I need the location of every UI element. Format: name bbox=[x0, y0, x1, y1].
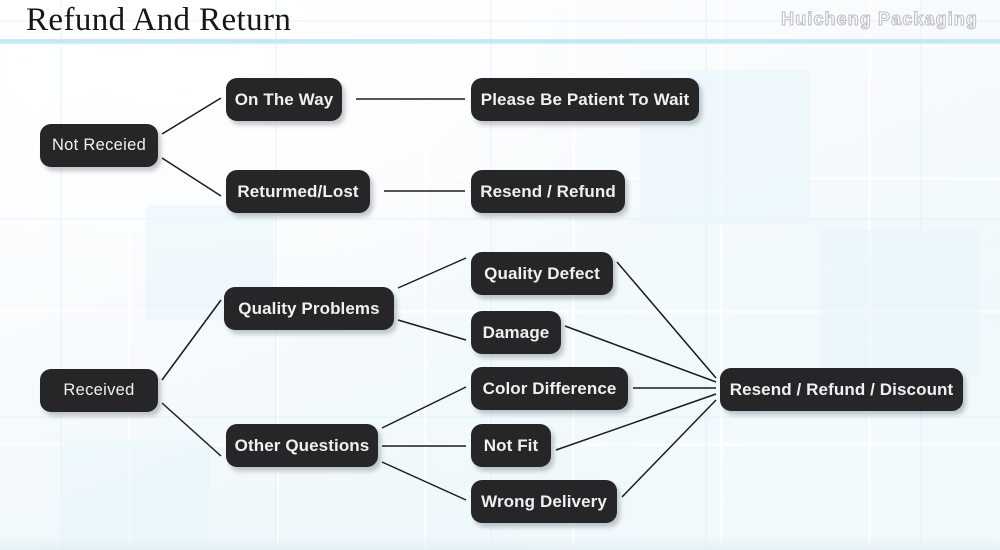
node-label: Resend / Refund / Discount bbox=[729, 379, 954, 399]
node-label: Other Questions bbox=[234, 435, 370, 455]
node-resend-refund-discount[interactable]: Resend / Refund / Discount bbox=[720, 368, 963, 411]
node-received[interactable]: Received bbox=[40, 369, 158, 412]
node-damage[interactable]: Damage bbox=[471, 311, 561, 354]
node-label: Not Fit bbox=[483, 435, 539, 455]
node-label: Received bbox=[63, 381, 135, 399]
node-resend-refund[interactable]: Resend / Refund bbox=[471, 170, 625, 213]
node-on-the-way[interactable]: On The Way bbox=[226, 78, 342, 121]
node-label: Returmed/Lost bbox=[237, 181, 359, 201]
node-label: Quality Problems bbox=[238, 298, 380, 318]
background-bottom-band bbox=[0, 536, 1000, 550]
page-title: Refund And Return bbox=[26, 2, 292, 38]
node-color-difference[interactable]: Color Difference bbox=[471, 367, 628, 410]
node-label: On The Way bbox=[234, 89, 334, 109]
node-not-received[interactable]: Not Receied bbox=[40, 124, 158, 167]
node-please-wait[interactable]: Please Be Patient To Wait bbox=[471, 78, 699, 121]
slide-header: Refund And Return Huicheng Packaging bbox=[0, 0, 1000, 44]
node-quality-defect[interactable]: Quality Defect bbox=[471, 252, 613, 295]
node-wrong-delivery[interactable]: Wrong Delivery bbox=[471, 480, 617, 523]
header-divider bbox=[0, 39, 1000, 44]
node-label: Color Difference bbox=[482, 378, 617, 398]
node-label: Wrong Delivery bbox=[481, 491, 607, 511]
node-returned-lost[interactable]: Returmed/Lost bbox=[226, 170, 370, 213]
background-block bbox=[60, 440, 210, 550]
node-label: Resend / Refund bbox=[480, 181, 616, 201]
node-label: Not Receied bbox=[51, 136, 147, 154]
node-not-fit[interactable]: Not Fit bbox=[471, 424, 551, 467]
background-block bbox=[820, 230, 980, 375]
node-label: Damage bbox=[482, 322, 550, 342]
brand-watermark: Huicheng Packaging bbox=[781, 9, 978, 30]
node-other-questions[interactable]: Other Questions bbox=[226, 424, 378, 467]
node-label: Quality Defect bbox=[484, 263, 600, 283]
node-label: Please Be Patient To Wait bbox=[480, 89, 690, 109]
node-quality-problems[interactable]: Quality Problems bbox=[224, 287, 394, 330]
